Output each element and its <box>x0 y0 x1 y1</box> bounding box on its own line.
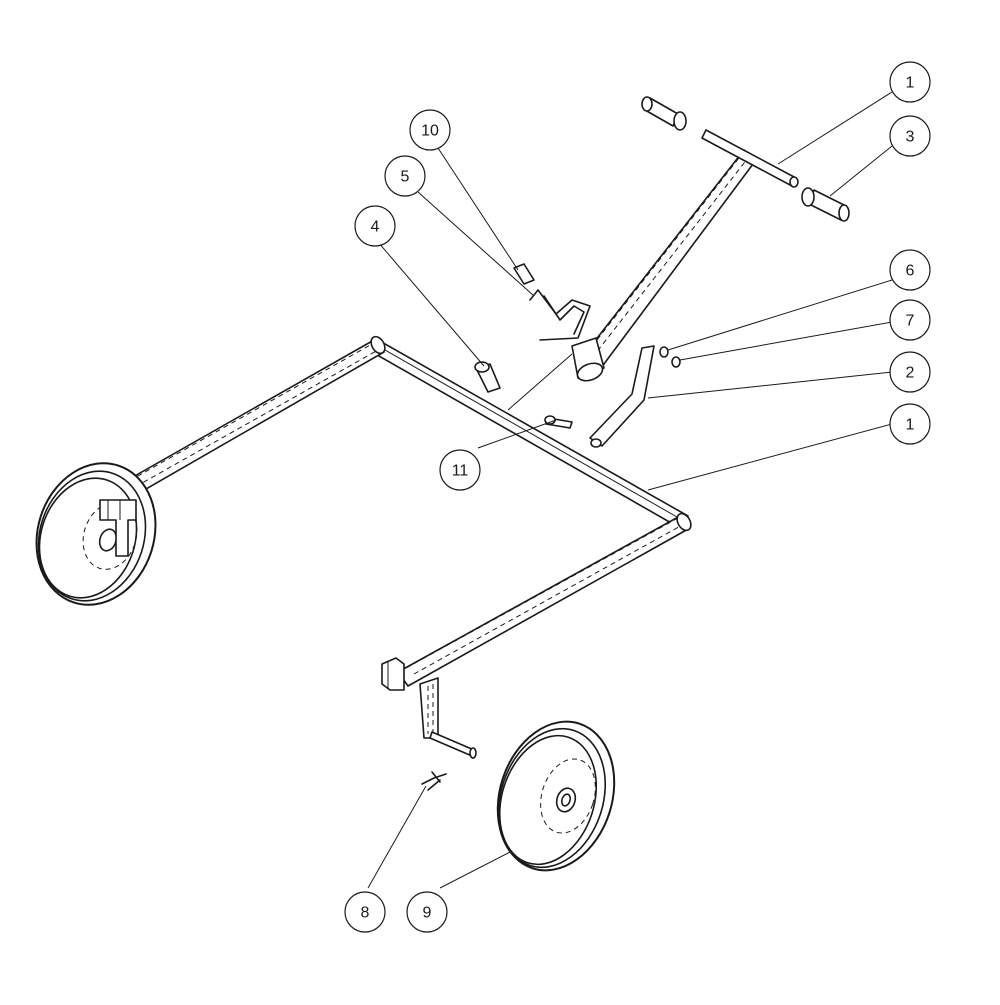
callout-7: 7 <box>889 299 931 341</box>
cotter-pin <box>421 771 447 791</box>
callout-11: 11 <box>439 449 481 491</box>
callout-label-2: 2 <box>906 365 915 382</box>
callout-3: 3 <box>889 115 931 157</box>
callout-8: 8 <box>344 891 386 933</box>
small-pin <box>513 263 535 285</box>
callout-label-4: 4 <box>371 219 380 236</box>
callout-label-5: 5 <box>401 169 410 186</box>
callout-2: 2 <box>889 351 931 393</box>
callout-9: 9 <box>406 891 448 933</box>
frame-assembly <box>95 335 692 687</box>
bolt <box>474 361 501 393</box>
leader-lines <box>367 91 893 889</box>
callout-label-10: 10 <box>421 123 439 140</box>
callout-1-handle: 1 <box>889 61 931 103</box>
washer-nut <box>659 346 681 368</box>
clevis-pin <box>544 415 573 429</box>
spring-clip <box>529 289 591 341</box>
callout-label-7: 7 <box>906 313 915 330</box>
callout-label-3: 3 <box>906 129 915 146</box>
callout-label-1-frame: 1 <box>906 417 915 434</box>
callout-label-11: 11 <box>452 463 469 480</box>
callout-10: 10 <box>409 109 451 151</box>
callout-6: 6 <box>889 249 931 291</box>
left-wheel <box>35 462 157 606</box>
callout-label-6: 6 <box>906 263 915 280</box>
callout-5: 5 <box>384 155 426 197</box>
handle-assembly <box>571 96 850 382</box>
callout-label-8: 8 <box>361 905 370 922</box>
callout-label-1-handle: 1 <box>906 75 915 92</box>
callout-4: 4 <box>354 205 396 247</box>
front-bracket <box>381 657 477 759</box>
callout-label-9: 9 <box>423 905 432 922</box>
callout-1-frame: 1 <box>889 403 931 445</box>
front-wheel <box>496 720 616 872</box>
link-arm <box>589 345 655 448</box>
